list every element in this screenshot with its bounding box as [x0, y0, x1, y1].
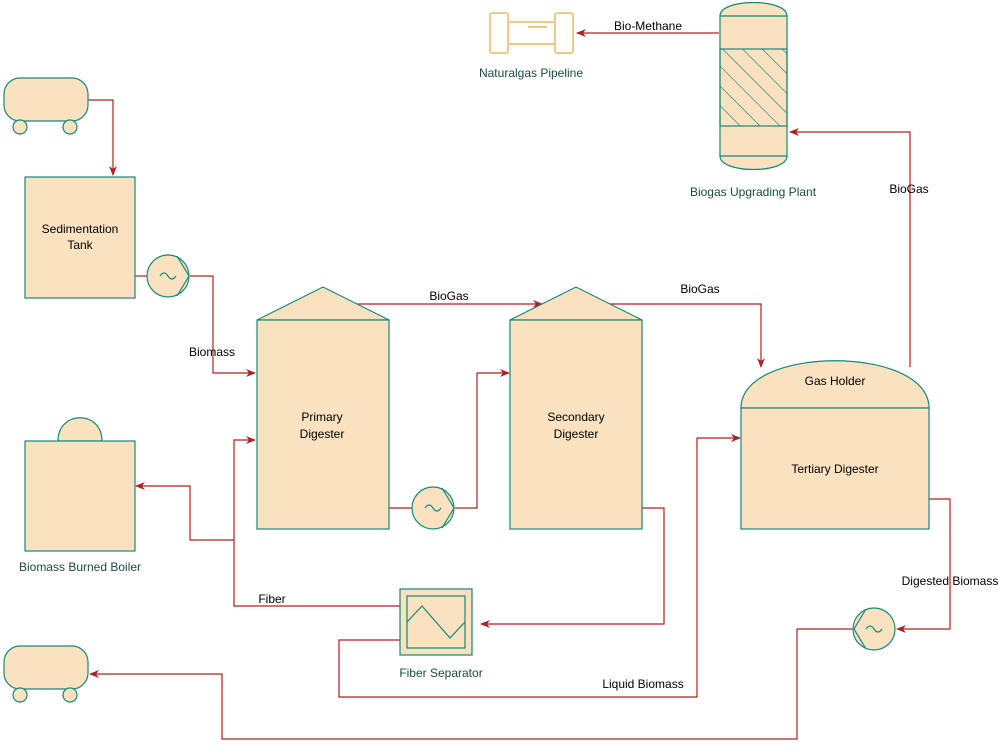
digested-biomass-flow-label: Digested Biomass — [902, 574, 999, 588]
biomass-flow-label: Biomass — [189, 345, 235, 359]
flow-biogas-secondary-tertiary — [609, 303, 765, 368]
pump-icon — [146, 254, 190, 298]
pump-icon — [852, 607, 896, 651]
sedimentation-tank-label-2: Tank — [67, 238, 93, 252]
primary-digester-label-2: Digester — [300, 427, 345, 441]
tanker-truck-icon — [3, 645, 89, 703]
bio-methane-flow-label: Bio-Methane — [614, 19, 682, 33]
secondary-digester: Secondary Digester — [509, 286, 643, 530]
gas-holder-label: Gas Holder — [805, 374, 866, 388]
sedimentation-tank-label-1: Sedimentation — [42, 222, 119, 236]
tertiary-digester-label: Tertiary Digester — [791, 462, 878, 476]
secondary-digester-label-1: Secondary — [547, 410, 604, 424]
flow-fiber-to-boiler — [135, 482, 234, 541]
biomass-burned-boiler-label: Biomass Burned Boiler — [19, 560, 141, 574]
flow-secondary-to-fiber-separator — [480, 507, 665, 628]
heat-exchanger-icon — [399, 588, 473, 656]
pipeline-icon — [489, 12, 574, 54]
flow-truck-to-sedimentation — [88, 99, 117, 176]
flow-biogas-tertiary-upgrading — [789, 128, 911, 367]
flow-digested-biomass — [896, 498, 951, 633]
tertiary-digester: Gas Holder Tertiary Digester — [740, 360, 930, 530]
flow-biomass — [190, 275, 256, 377]
column-icon — [719, 2, 788, 170]
biogas-flow-label-2: BioGas — [680, 282, 719, 296]
sedimentation-tank: Sedimentation Tank — [24, 176, 136, 299]
pump-icon — [411, 486, 455, 530]
biogas-upgrading-plant-label: Biogas Upgrading Plant — [690, 185, 817, 199]
primary-digester: Primary Digester — [256, 286, 390, 530]
biogas-flow-label-3: BioGas — [889, 182, 928, 196]
tanker-truck-icon — [3, 77, 89, 135]
flow-fiber — [233, 436, 400, 607]
liquid-biomass-flow-label: Liquid Biomass — [602, 677, 683, 691]
fiber-separator-label: Fiber Separator — [399, 666, 482, 680]
biogas-flow-label-1: BioGas — [429, 289, 468, 303]
flow-pump-to-truck — [89, 628, 852, 740]
biomass-burned-boiler — [24, 417, 136, 552]
naturalgas-pipeline-label: Naturalgas Pipeline — [479, 66, 583, 80]
secondary-digester-label-2: Digester — [554, 427, 599, 441]
flow-liquid-biomass — [338, 434, 741, 698]
fiber-flow-label: Fiber — [258, 592, 285, 606]
flow-pump-to-secondary — [455, 369, 510, 509]
primary-digester-label-1: Primary — [301, 410, 342, 424]
